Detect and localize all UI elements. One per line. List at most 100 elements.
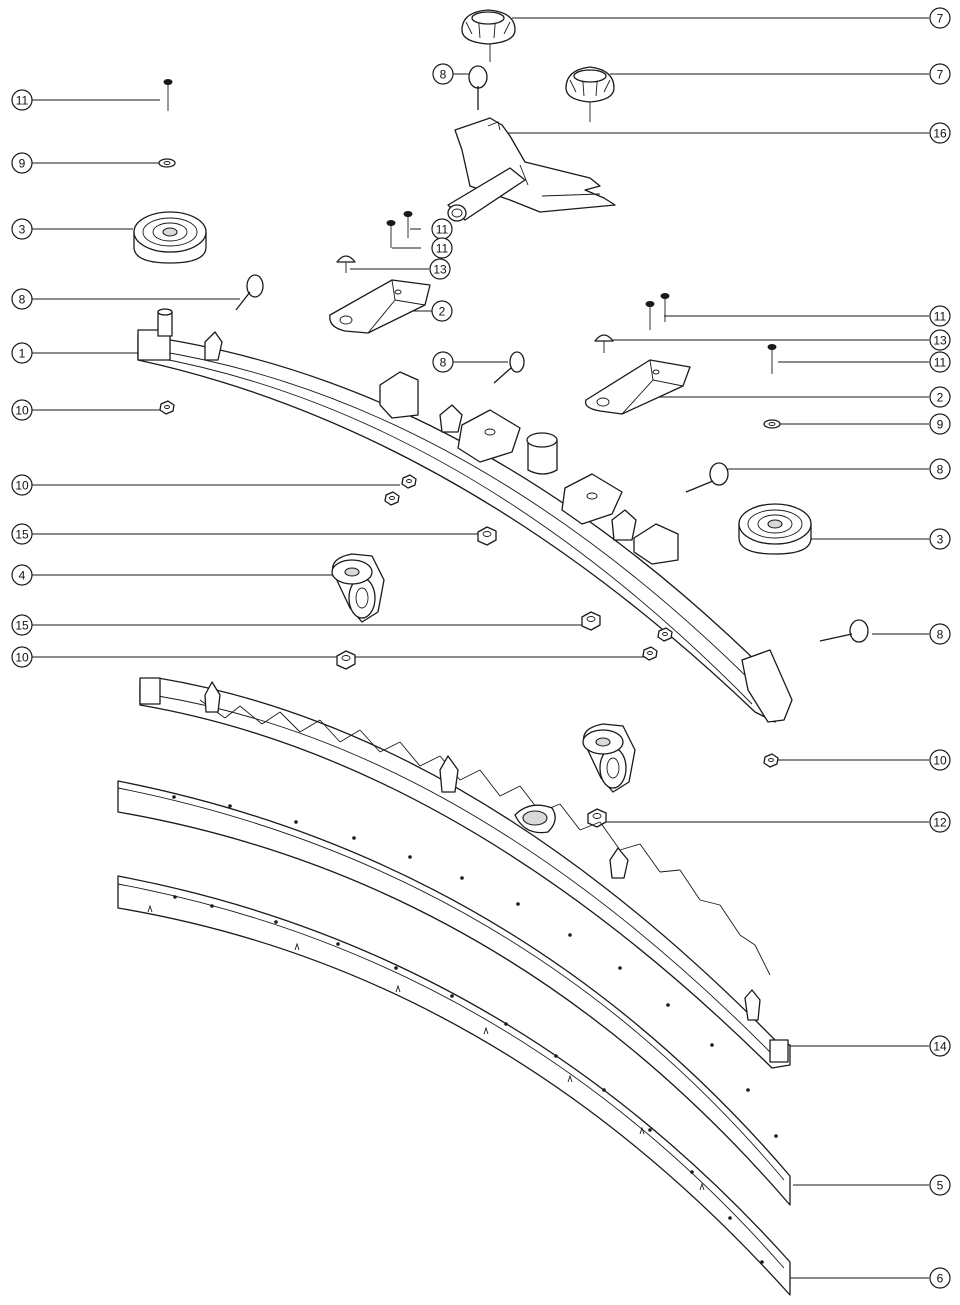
callout-circle xyxy=(11,152,33,174)
callout-circle xyxy=(11,564,33,586)
nut-10-g xyxy=(763,753,779,768)
callout-10: 10 xyxy=(11,399,33,421)
callout-number: 5 xyxy=(937,1179,944,1193)
wheel-bracket-2-right xyxy=(584,359,691,415)
callout-number: 8 xyxy=(937,463,944,477)
callout-circle xyxy=(929,528,951,550)
nut-15-b xyxy=(581,611,601,631)
callout-circle xyxy=(431,300,453,322)
callout-number: 13 xyxy=(933,334,947,348)
callout-number: 3 xyxy=(937,533,944,547)
bolt-11-right-a xyxy=(660,293,670,322)
squeegee-blade-5 xyxy=(117,780,791,1206)
callout-circle xyxy=(929,329,951,351)
callout-number: 7 xyxy=(937,12,944,26)
callout-number: 9 xyxy=(19,157,26,171)
nut-15-a xyxy=(477,526,497,546)
callout-12: 12 xyxy=(929,811,951,833)
handle-bracket-16 xyxy=(447,117,616,222)
callout-circle xyxy=(929,305,951,327)
callout-15: 15 xyxy=(11,523,33,545)
nut-12 xyxy=(587,808,607,828)
ring-pin-8-left xyxy=(235,274,264,311)
screw-13-right xyxy=(594,334,614,353)
callout-circle xyxy=(11,614,33,636)
callout-number: 8 xyxy=(440,68,447,82)
callout-13: 13 xyxy=(429,258,451,280)
callout-number: 4 xyxy=(19,569,26,583)
nut-10-d xyxy=(657,627,673,642)
wheel-bracket-2-left xyxy=(329,279,431,334)
callout-circle xyxy=(929,623,951,645)
callout-circle xyxy=(929,1174,951,1196)
callout-number: 10 xyxy=(15,479,29,493)
callout-7: 7 xyxy=(929,7,951,29)
squeegee-frame-1 xyxy=(137,308,793,723)
ring-pin-8-far-right xyxy=(819,619,869,643)
callout-number: 7 xyxy=(937,68,944,82)
callout-circle xyxy=(11,474,33,496)
callout-circle xyxy=(11,89,33,111)
callout-number: 15 xyxy=(15,528,29,542)
nut-10-c xyxy=(384,491,400,506)
callout-circle xyxy=(929,63,951,85)
callout-number: 6 xyxy=(937,1272,944,1286)
screw-13-left xyxy=(336,255,356,273)
knob-7-lower xyxy=(565,66,615,122)
callout-number: 11 xyxy=(934,310,947,324)
ring-pin-8-middle xyxy=(493,351,525,384)
callout-5: 5 xyxy=(929,1174,951,1196)
callout-8: 8 xyxy=(11,288,33,310)
callout-2: 2 xyxy=(431,300,453,322)
nut-10-b xyxy=(401,474,417,489)
callout-9: 9 xyxy=(929,413,951,435)
callout-number: 11 xyxy=(436,242,449,256)
callout-number: 10 xyxy=(15,651,29,665)
callout-circle xyxy=(929,1035,951,1057)
callout-circle xyxy=(929,122,951,144)
callout-circle xyxy=(11,218,33,240)
callout-11: 11 xyxy=(929,305,951,327)
callout-number: 13 xyxy=(433,263,447,277)
callout-number: 10 xyxy=(933,754,947,768)
callout-10: 10 xyxy=(11,474,33,496)
washer-9-right xyxy=(763,419,781,429)
callout-circle xyxy=(432,351,454,373)
callout-number: 11 xyxy=(934,356,947,370)
callout-11: 11 xyxy=(431,218,453,240)
callout-1: 1 xyxy=(11,342,33,364)
truss-frame-14 xyxy=(139,677,791,1069)
callout-circle xyxy=(11,342,33,364)
callout-circle xyxy=(929,386,951,408)
callout-circle xyxy=(929,351,951,373)
callout-number: 11 xyxy=(436,223,449,237)
callout-circle xyxy=(429,258,451,280)
ring-pin-8-right xyxy=(685,462,729,493)
callout-number: 2 xyxy=(937,391,944,405)
wheel-3-right xyxy=(738,503,812,555)
callout-circle xyxy=(11,646,33,668)
callout-8: 8 xyxy=(432,351,454,373)
callout-3: 3 xyxy=(929,528,951,550)
callout-circle xyxy=(929,413,951,435)
callout-number: 9 xyxy=(937,418,944,432)
callout-number: 1 xyxy=(19,347,26,361)
callout-circle xyxy=(929,811,951,833)
callout-number: 8 xyxy=(440,356,447,370)
callout-13: 13 xyxy=(929,329,951,351)
callout-number: 11 xyxy=(16,94,29,108)
callout-number: 12 xyxy=(933,816,947,830)
callout-circle xyxy=(929,749,951,771)
callout-6: 6 xyxy=(929,1267,951,1289)
caster-4-right xyxy=(582,723,636,793)
callout-number: 8 xyxy=(937,628,944,642)
callout-14: 14 xyxy=(929,1035,951,1057)
bolt-11-left xyxy=(163,79,173,111)
caster-4-left xyxy=(331,553,385,623)
callout-number: 10 xyxy=(15,404,29,418)
callout-11: 11 xyxy=(929,351,951,373)
callout-circle xyxy=(929,458,951,480)
callout-10: 10 xyxy=(929,749,951,771)
callout-3: 3 xyxy=(11,218,33,240)
